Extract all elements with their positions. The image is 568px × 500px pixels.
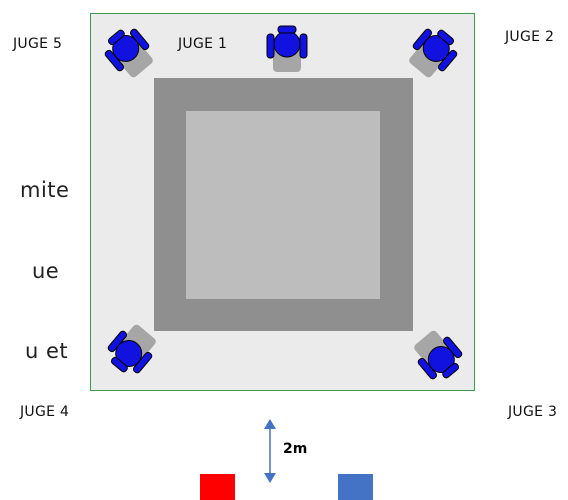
side-text-3: u et [25,339,68,363]
judge-5-figure-icon [97,20,157,80]
judge-4-figure-icon [100,322,160,382]
judge-3-figure-icon [410,328,470,388]
judge-2-figure-icon [405,20,465,80]
red-competitor-square [200,474,235,500]
distance-arrow-icon [260,419,280,483]
combat-zone [186,111,380,299]
judge-label-1: JUGE 1 [178,36,227,52]
judge-label-4: JUGE 4 [20,404,69,420]
blue-competitor-square [338,474,373,500]
judge-label-5: JUGE 5 [13,36,62,52]
judge-1-figure-icon [257,16,317,76]
judge-label-3: JUGE 3 [508,404,557,420]
judge-label-2: JUGE 2 [505,29,554,45]
side-text-1: mite [20,178,69,202]
side-text-2: ue [32,259,59,283]
distance-label: 2m [283,441,307,457]
